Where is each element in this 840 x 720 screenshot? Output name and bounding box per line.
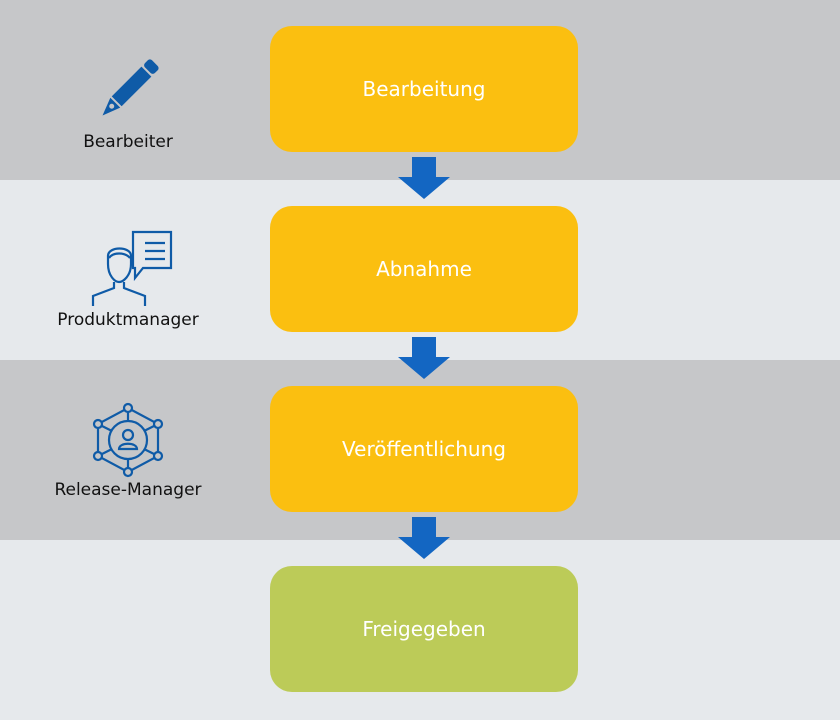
role-label: Release-Manager <box>54 480 202 500</box>
role-produktmanager: Produktmanager <box>20 230 236 330</box>
person-speech-bubble-icon <box>91 230 173 306</box>
step-label: Freigegeben <box>362 617 486 641</box>
step-veroeffentlichung: Veröffentlichung <box>270 386 578 512</box>
pencil-icon <box>102 59 159 116</box>
arrow-down-icon <box>398 337 450 379</box>
arrow-down-icon <box>398 517 450 559</box>
role-label: Produktmanager <box>57 310 199 330</box>
step-label: Abnahme <box>376 257 472 281</box>
network-user-icon <box>92 402 164 478</box>
step-label: Bearbeitung <box>362 77 486 101</box>
role-label: Bearbeiter <box>83 132 173 152</box>
step-bearbeitung: Bearbeitung <box>270 26 578 152</box>
role-bearbeiter: Bearbeiter <box>20 50 236 152</box>
step-abnahme: Abnahme <box>270 206 578 332</box>
arrow-down-icon <box>398 157 450 199</box>
role-release-manager: Release-Manager <box>20 402 236 500</box>
step-freigegeben: Freigegeben <box>270 566 578 692</box>
step-label: Veröffentlichung <box>342 437 506 461</box>
